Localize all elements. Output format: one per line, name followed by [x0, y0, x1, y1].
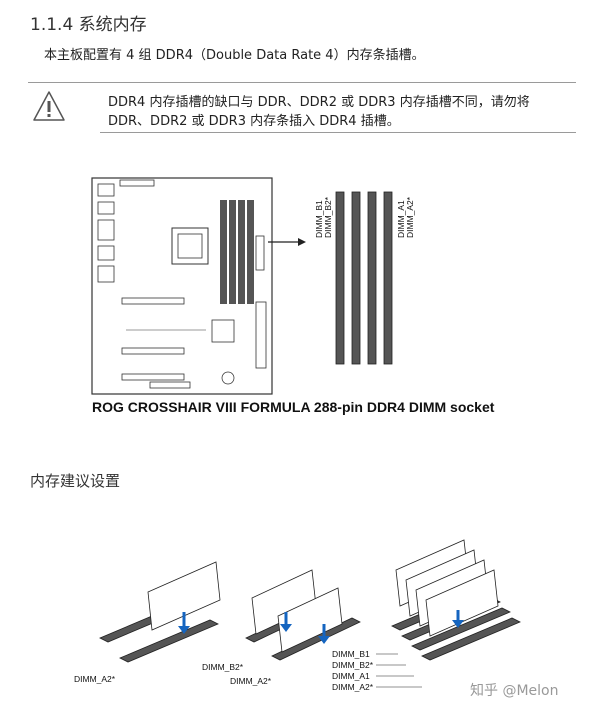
config3-label-b1: DIMM_B1 [332, 649, 370, 659]
intro-text: 本主板配置有 4 组 DDR4（Double Data Rate 4）内存条插槽… [44, 48, 425, 63]
warning-line-2: DDR、DDR2 或 DDR3 内存条插入 DDR4 插槽。 [108, 114, 400, 129]
section-title: 1.1.4 系统内存 [30, 15, 147, 35]
motherboard-layout-diagram: DIMM_B1 DIMM_B2* DIMM_A1 DIMM_A2* [91, 177, 415, 395]
warning-bottom-divider [100, 132, 576, 133]
slot-label-b2: DIMM_B2* [323, 196, 333, 238]
config-one-module [99, 561, 221, 663]
recommend-heading: 内存建议设置 [30, 472, 121, 490]
slot-label-a2: DIMM_A2* [405, 196, 415, 238]
callout-arrow [268, 238, 306, 246]
warning-triangle-icon [33, 91, 65, 121]
config-two-modules [245, 569, 361, 661]
config2-label-a2: DIMM_A2* [230, 676, 272, 686]
config3-label-a1: DIMM_A1 [332, 671, 370, 681]
config3-label-b2: DIMM_B2* [332, 660, 374, 670]
memory-config-diagram: DIMM_A2* DIMM_B2* DIMM_A2* DIMM_B1 DIMM_… [74, 539, 521, 692]
warning-top-divider [28, 82, 576, 83]
warning-line-1: DDR4 内存插槽的缺口与 DDR、DDR2 或 DDR3 内存插槽不同，请勿将 [108, 95, 530, 110]
slot-label-b1: DIMM_B1 [314, 200, 324, 238]
config2-label-b2: DIMM_B2* [202, 662, 244, 672]
config1-label-a2: DIMM_A2* [74, 674, 116, 684]
motherboard-outline [91, 177, 273, 395]
dimm-slot-closeup [335, 191, 393, 365]
config-four-modules [376, 539, 521, 688]
board-caption: ROG CROSSHAIR VIII FORMULA 288-pin DDR4 … [92, 399, 495, 415]
config3-label-a2: DIMM_A2* [332, 682, 374, 692]
watermark: 知乎 @Melon [470, 683, 559, 699]
slot-label-a1: DIMM_A1 [396, 200, 406, 238]
warning-text: DDR4 内存插槽的缺口与 DDR、DDR2 或 DDR3 内存插槽不同，请勿将… [108, 93, 578, 131]
